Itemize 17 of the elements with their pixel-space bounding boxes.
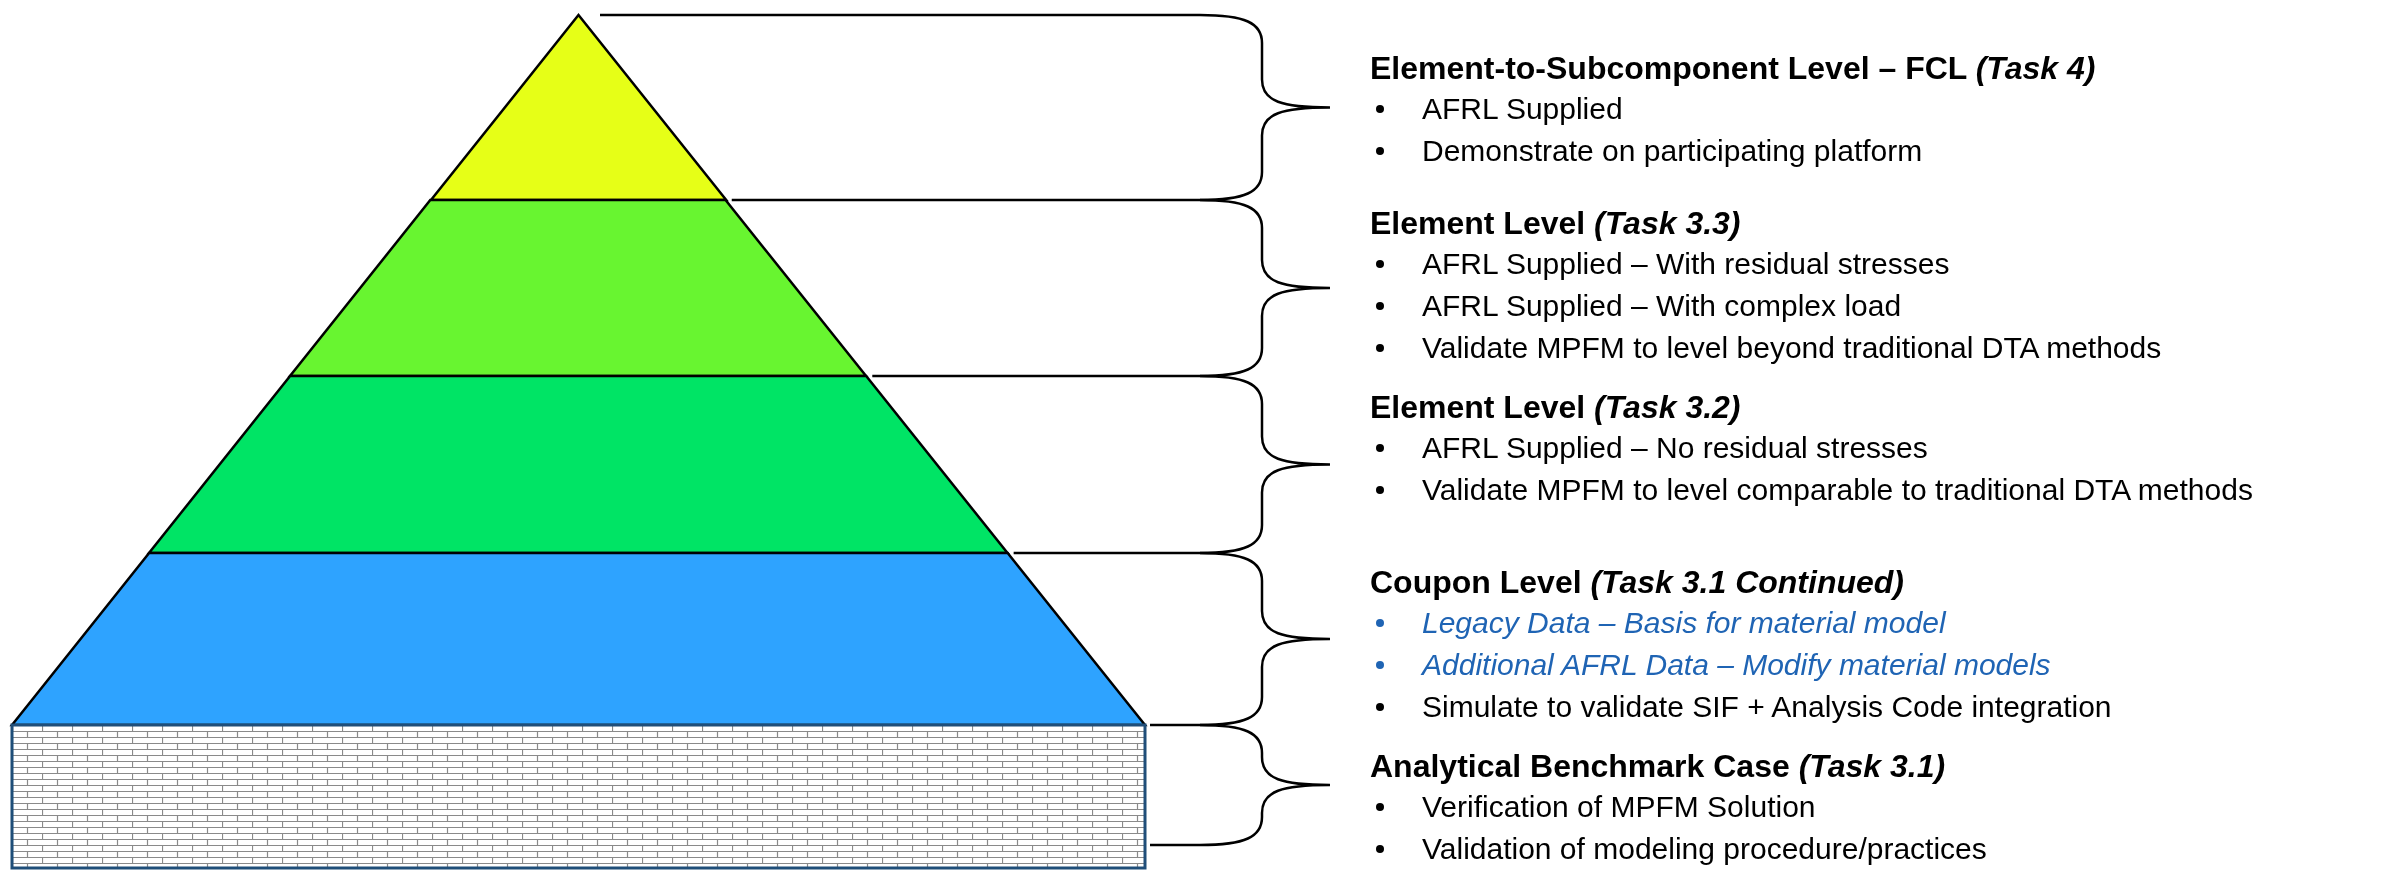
bullet-text: Demonstrate on participating platform xyxy=(1422,134,1923,167)
level-heading: Coupon Level (Task 3.1 Continued) xyxy=(1370,563,1905,602)
bullet-text: Simulate to validate SIF + Analysis Code integration xyxy=(1422,690,2112,723)
bullet-text: AFRL Supplied – With residual stresses xyxy=(1422,247,1950,280)
bullet-text: AFRL Supplied – With complex load xyxy=(1422,289,1902,322)
bullet-text: Additional AFRL Data – Modify material models xyxy=(1422,648,2051,681)
bullet-text: Verification of MPFM Solution xyxy=(1422,790,1816,823)
level-heading: Analytical Benchmark Case (Task 3.1) xyxy=(1370,747,1947,786)
bullet-text: Validate MPFM to level comparable to traditional DTA methods xyxy=(1422,473,2253,506)
bullet-text: AFRL Supplied – No residual stresses xyxy=(1422,431,1928,464)
bullet-text: Validate MPFM to level beyond traditional DTA methods xyxy=(1422,331,2162,364)
level-heading: Element-to-Subcomponent Level – FCL (Task 4) xyxy=(1370,49,2097,88)
bullet-text: Legacy Data – Basis for material model xyxy=(1422,606,1946,639)
bullet-text: Validation of modeling procedure/practices xyxy=(1422,832,1987,865)
level-heading: Element Level (Task 3.3) xyxy=(1370,204,1742,243)
level-heading: Element Level (Task 3.2) xyxy=(1370,388,1742,427)
bullet-text: AFRL Supplied xyxy=(1422,92,1623,125)
